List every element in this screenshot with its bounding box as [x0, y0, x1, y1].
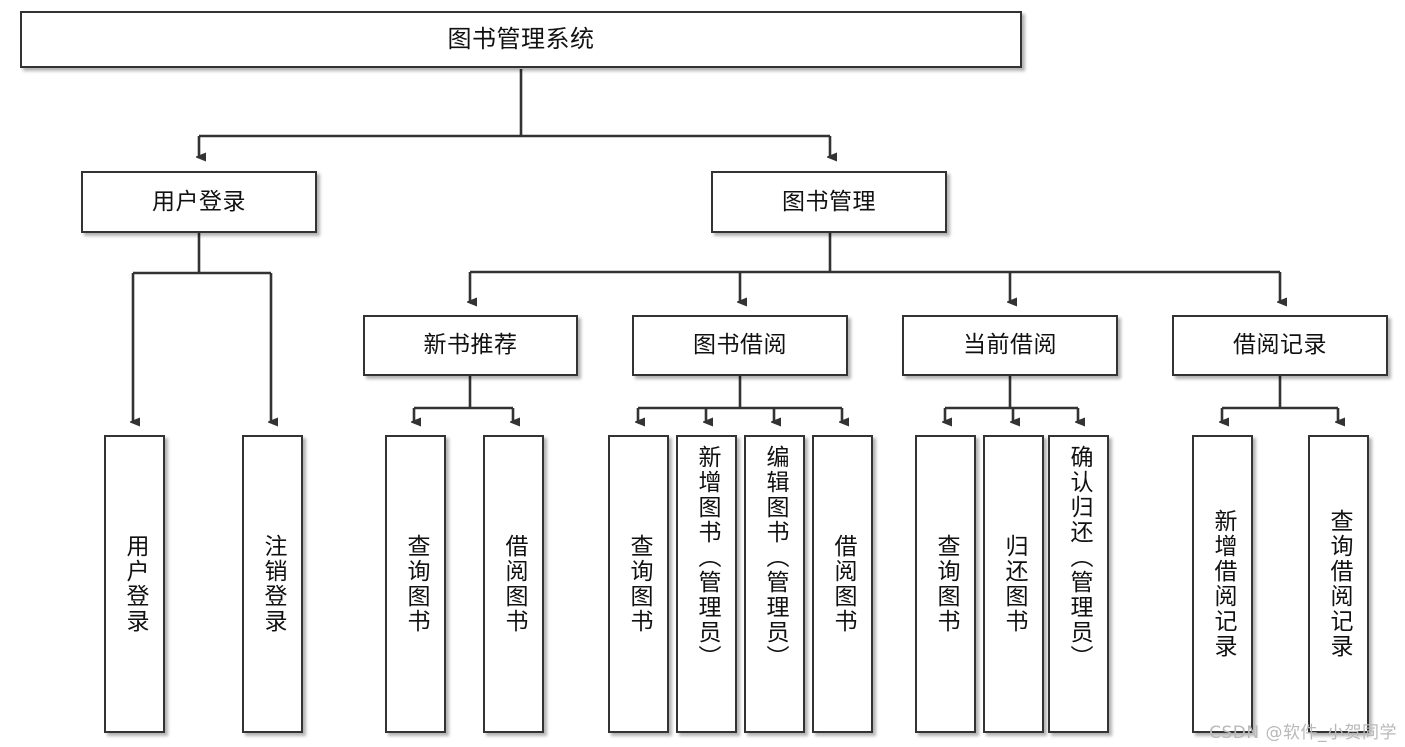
leaf-add-borrow-record[interactable]: 新增借阅记录	[1192, 435, 1253, 733]
node-label: 查询图书	[403, 534, 429, 634]
node-label: 新增图书（管理员）	[694, 445, 720, 670]
node-label: 归还图书	[1001, 534, 1027, 634]
node-label: 新书推荐	[423, 332, 518, 359]
leaf-edit-book-admin[interactable]: 编辑图书（管理员）	[744, 435, 805, 733]
leaf-query-book-current[interactable]: 查询图书	[915, 435, 976, 733]
leaf-borrow-book-recommend[interactable]: 借阅图书	[483, 435, 544, 733]
node-label: 借阅记录	[1233, 332, 1327, 359]
node-label: 借阅图书	[501, 534, 527, 634]
leaf-borrow-book[interactable]: 借阅图书	[812, 435, 873, 733]
leaf-user-logout[interactable]: 注销登录	[242, 435, 303, 733]
node-label: 用户登录	[122, 534, 148, 634]
node-new-book-recommend[interactable]: 新书推荐	[363, 315, 578, 376]
node-book-manage[interactable]: 图书管理	[711, 171, 947, 233]
node-label: 图书借阅	[693, 332, 787, 359]
node-label: 查询图书	[933, 534, 959, 634]
node-label: 当前借阅	[963, 332, 1057, 359]
leaf-return-book[interactable]: 归还图书	[983, 435, 1044, 733]
leaf-confirm-return-admin[interactable]: 确认归还（管理员）	[1048, 435, 1109, 733]
node-user-login[interactable]: 用户登录	[81, 171, 317, 233]
leaf-query-book-recommend[interactable]: 查询图书	[385, 435, 446, 733]
leaf-user-login[interactable]: 用户登录	[104, 435, 165, 733]
node-label: 借阅图书	[830, 534, 856, 634]
node-label: 查询图书	[626, 534, 652, 634]
node-borrow-record[interactable]: 借阅记录	[1172, 315, 1388, 376]
node-label: 图书管理系统	[447, 24, 595, 53]
node-label: 注销登录	[260, 534, 286, 634]
leaf-query-book-borrow[interactable]: 查询图书	[608, 435, 669, 733]
node-current-borrow[interactable]: 当前借阅	[902, 315, 1118, 376]
watermark-text: CSDN @软件_小贺同学	[1209, 723, 1397, 743]
node-label: 用户登录	[152, 188, 246, 215]
leaf-query-borrow-record[interactable]: 查询借阅记录	[1308, 435, 1369, 733]
node-book-borrow[interactable]: 图书借阅	[632, 315, 848, 376]
node-label: 新增借阅记录	[1210, 509, 1236, 659]
node-root-system[interactable]: 图书管理系统	[20, 11, 1022, 68]
leaf-add-book-admin[interactable]: 新增图书（管理员）	[676, 435, 737, 733]
node-label: 确认归还（管理员）	[1066, 445, 1092, 670]
node-label: 查询借阅记录	[1326, 509, 1352, 659]
node-label: 图书管理	[782, 188, 876, 215]
node-label: 编辑图书（管理员）	[762, 445, 788, 670]
